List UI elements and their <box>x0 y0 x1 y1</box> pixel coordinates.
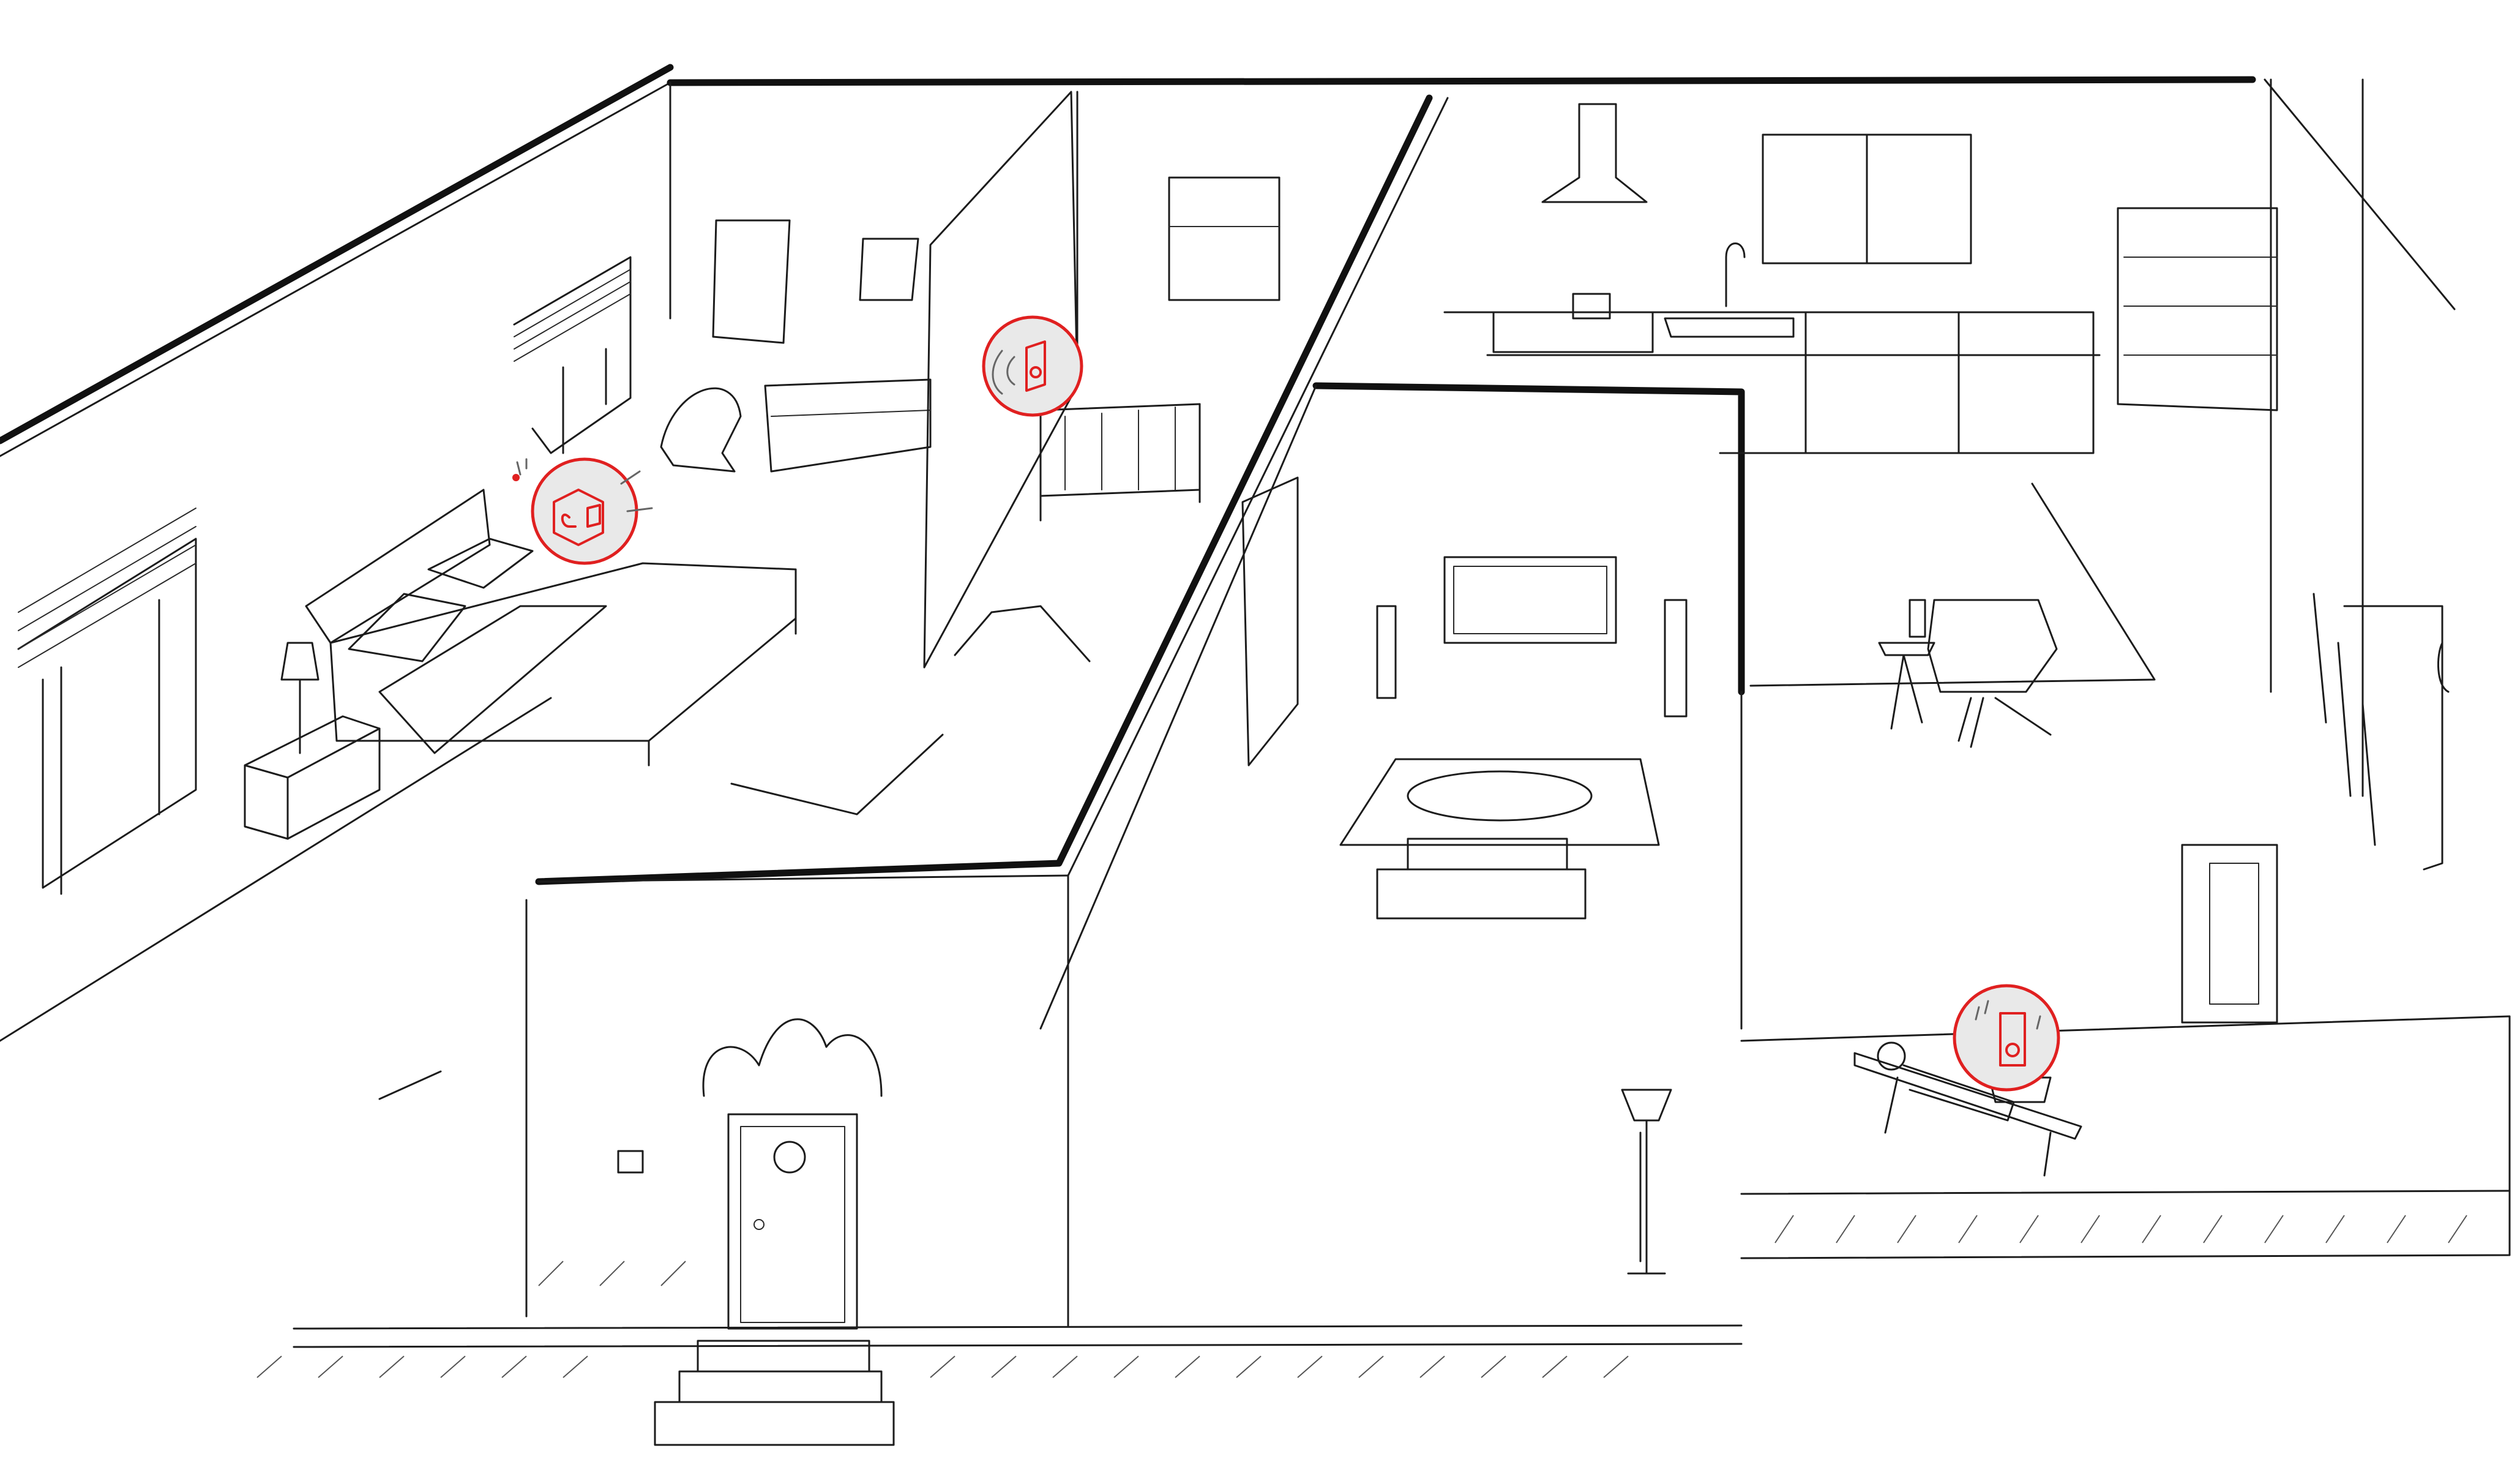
wall-art-moon <box>1168 176 1281 301</box>
counter <box>1443 311 2101 454</box>
exterior-walls <box>0 64 2456 1042</box>
terrace-speaker-hotspot[interactable] <box>1953 984 2060 1092</box>
hotspot-ring <box>531 457 638 565</box>
bedroom-speaker-hotspot[interactable] <box>512 457 653 565</box>
lounge-chair <box>1927 599 2058 748</box>
tall-bookshelf <box>2117 207 2278 411</box>
partition-wall <box>525 94 1745 1327</box>
rug-and-table <box>1339 758 1660 846</box>
sofa <box>1376 838 1587 920</box>
entrance <box>617 1018 895 1446</box>
interior-door <box>2181 844 2278 1024</box>
sun-lounger-person <box>1853 1041 2082 1177</box>
picture-frame <box>712 219 791 344</box>
nightstand <box>244 642 381 840</box>
front-door[interactable] <box>702 1018 883 1330</box>
floor-speaker-left <box>1376 605 1397 699</box>
doorbell-icon[interactable] <box>617 1150 644 1174</box>
range-hood <box>1541 103 1648 203</box>
floor-speaker-right <box>1664 599 1688 718</box>
picture-frame-small <box>859 238 919 301</box>
bedroom-window <box>17 508 197 895</box>
tv <box>1443 556 1617 644</box>
portable-speaker-music-icon <box>1975 1000 2041 1067</box>
faucet <box>1725 242 1746 307</box>
nursery-speaker-hotspot[interactable] <box>982 315 1083 417</box>
nursery <box>730 91 1281 816</box>
side-table-phone <box>1878 599 1935 730</box>
floor-base <box>256 1015 2511 1378</box>
upper-cabinets <box>1762 133 1972 264</box>
entrance-steps <box>654 1340 895 1446</box>
hotspot-ring <box>1953 984 2060 1092</box>
bookshelf-low <box>764 378 932 473</box>
living-room <box>1241 476 2156 920</box>
dining-room <box>2181 593 2450 1024</box>
kitchen <box>1443 103 2278 454</box>
terrace <box>1621 1041 2082 1275</box>
crib <box>1039 403 1201 522</box>
wall-speaker-sound-icon <box>992 340 1046 395</box>
pot <box>1572 293 1611 320</box>
bedroom-upper-window <box>513 256 632 454</box>
floor-lamp <box>1621 1089 1672 1275</box>
wall-art-large <box>1241 476 1299 767</box>
bed <box>305 489 797 767</box>
smart-speaker-music-icon <box>512 458 653 546</box>
bedroom <box>17 219 932 1100</box>
hotspot-ring <box>982 315 1083 417</box>
bedroom-chair <box>660 387 742 473</box>
